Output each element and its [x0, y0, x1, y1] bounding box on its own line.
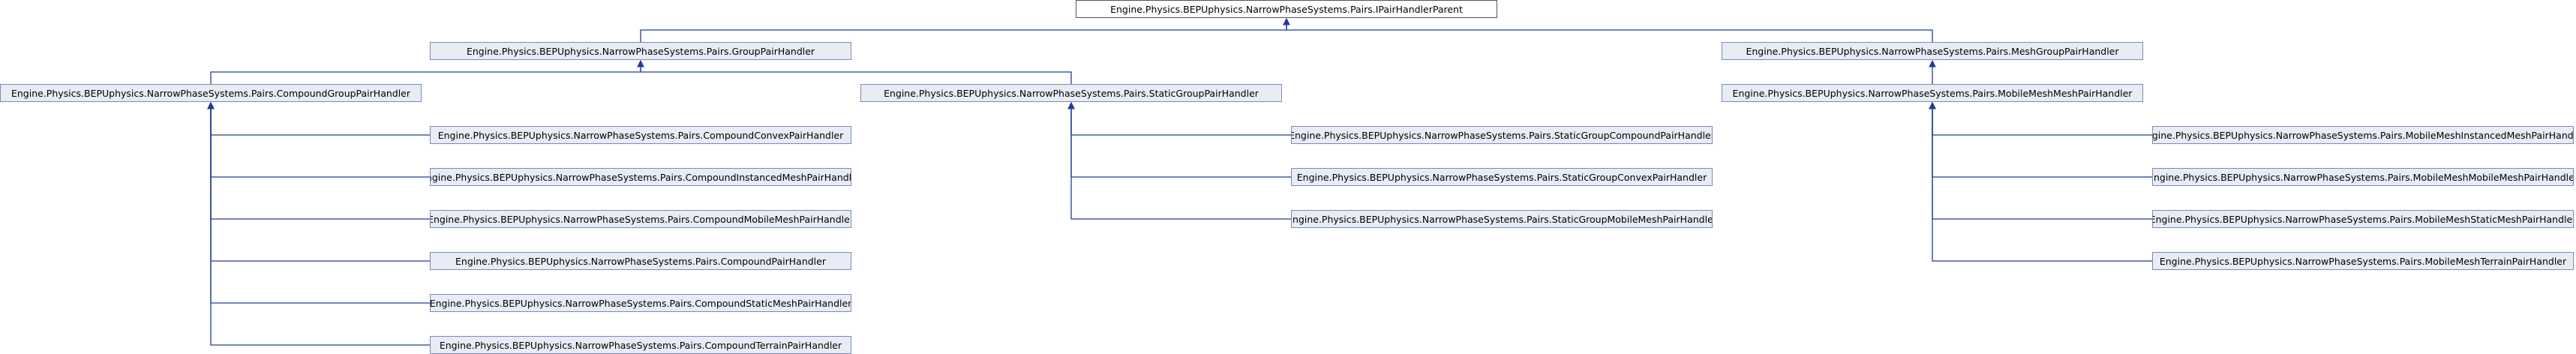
inheritance-edge-m3-to-mobilemesh	[1929, 101, 2152, 220]
inheritance-edge-meshgroup-to-root	[1283, 17, 1933, 42]
inheritance-edge-s3-to-staticgroup	[1067, 101, 1291, 220]
inheritance-edge-group-to-root	[640, 17, 1290, 42]
inheritance-edge-s2-to-staticgroup	[1067, 101, 1291, 178]
class-node-compoundterrainpairhandler[interactable]: Engine.Physics.BEPUphysics.NarrowPhaseSy…	[430, 336, 851, 354]
class-node-compoundstaticmeshpairhandler[interactable]: Engine.Physics.BEPUphysics.NarrowPhaseSy…	[430, 294, 851, 312]
class-node-mobilemeshinstancedmeshpairhandler[interactable]: Engine.Physics.BEPUphysics.NarrowPhaseSy…	[2152, 126, 2574, 144]
class-node-staticgrouppairhandler[interactable]: Engine.Physics.BEPUphysics.NarrowPhaseSy…	[860, 84, 1282, 102]
class-node-compoundconvexpairhandler[interactable]: Engine.Physics.BEPUphysics.NarrowPhaseSy…	[430, 126, 851, 144]
inheritance-edge-c6-to-compoundgroup	[207, 101, 430, 346]
class-node-mobilemeshstaticmeshpairhandler[interactable]: Engine.Physics.BEPUphysics.NarrowPhaseSy…	[2152, 210, 2574, 228]
inheritance-edge-c4-to-compoundgroup	[207, 101, 430, 262]
inheritance-edge-c1-to-compoundgroup	[207, 101, 430, 136]
class-node-compoundmobilemeshpairhandler[interactable]: Engine.Physics.BEPUphysics.NarrowPhaseSy…	[430, 210, 851, 228]
class-node-compoundinstancedmeshpairhandler[interactable]: Engine.Physics.BEPUphysics.NarrowPhaseSy…	[430, 168, 851, 186]
class-node-grouppairhandler[interactable]: Engine.Physics.BEPUphysics.NarrowPhaseSy…	[430, 42, 851, 60]
class-node-compoundpairhandler[interactable]: Engine.Physics.BEPUphysics.NarrowPhaseSy…	[430, 252, 851, 270]
class-node-staticgroupcompoundpairhandler[interactable]: Engine.Physics.BEPUphysics.NarrowPhaseSy…	[1291, 126, 1713, 144]
class-node-mobilemeshterrainpairhandler[interactable]: Engine.Physics.BEPUphysics.NarrowPhaseSy…	[2152, 252, 2574, 270]
inheritance-edge-compoundgroup-to-group	[210, 59, 644, 84]
class-node-compoundgrouppairhandler[interactable]: Engine.Physics.BEPUphysics.NarrowPhaseSy…	[0, 84, 422, 102]
inheritance-edge-mobilemesh-to-meshgroup	[1929, 59, 1936, 84]
inheritance-edge-c5-to-compoundgroup	[207, 101, 430, 304]
class-node-ipairhandlerparent[interactable]: Engine.Physics.BEPUphysics.NarrowPhaseSy…	[1076, 0, 1497, 18]
class-node-meshgrouppairhandler[interactable]: Engine.Physics.BEPUphysics.NarrowPhaseSy…	[1722, 42, 2143, 60]
inheritance-edge-c2-to-compoundgroup	[207, 101, 430, 178]
class-node-staticgroupmobilemeshpairhandler[interactable]: Engine.Physics.BEPUphysics.NarrowPhaseSy…	[1291, 210, 1713, 228]
inheritance-edge-staticgroup-to-group	[637, 59, 1072, 84]
inheritance-edge-m1-to-mobilemesh	[1929, 101, 2152, 136]
inheritance-edge-s1-to-staticgroup	[1067, 101, 1291, 136]
inheritance-edge-c3-to-compoundgroup	[207, 101, 430, 220]
inheritance-edge-m2-to-mobilemesh	[1929, 101, 2152, 178]
class-node-mobilemeshmobilemeshpairhandler[interactable]: Engine.Physics.BEPUphysics.NarrowPhaseSy…	[2152, 168, 2574, 186]
class-node-staticgroupconvexpairhandler[interactable]: Engine.Physics.BEPUphysics.NarrowPhaseSy…	[1291, 168, 1713, 186]
inheritance-edge-m4-to-mobilemesh	[1929, 101, 2152, 262]
class-node-mobilemeshmeshpairhandler[interactable]: Engine.Physics.BEPUphysics.NarrowPhaseSy…	[1722, 84, 2143, 102]
